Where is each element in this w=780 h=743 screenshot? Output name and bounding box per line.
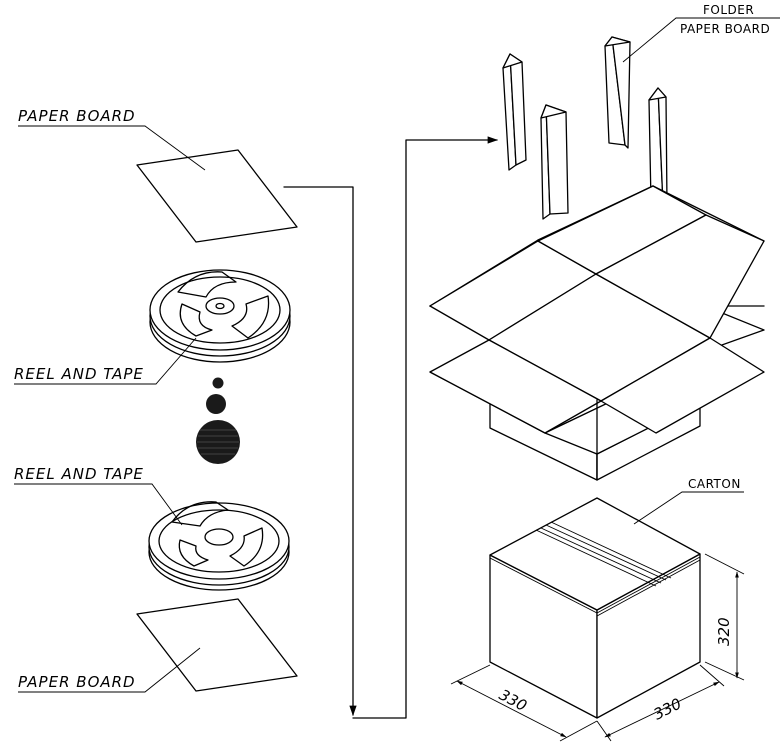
width-dimension: 330	[496, 686, 530, 715]
paper-board-top-label: PAPER BOARD	[18, 107, 136, 125]
closed-carton: CARTON	[489, 477, 744, 719]
folder-paper-boards: FOLDER PAPER BOARD	[502, 3, 780, 220]
paper-board-bottom-label: PAPER BOARD	[18, 673, 136, 691]
height-dimension: 320	[715, 617, 733, 646]
reel-top: REEL AND TAPE	[14, 269, 291, 385]
folder-paper-board-label: PAPER BOARD	[680, 22, 770, 36]
paper-board-top: PAPER BOARD	[18, 107, 298, 243]
folder-label: FOLDER	[703, 3, 754, 17]
dimension-lines	[450, 553, 745, 742]
open-carton	[429, 185, 765, 481]
reel-bottom-label: REEL AND TAPE	[14, 465, 144, 483]
reel-bottom: REEL AND TAPE	[14, 465, 290, 591]
depth-dimension: 330	[651, 695, 685, 724]
carton-label: CARTON	[688, 477, 741, 491]
paper-board-bottom: PAPER BOARD	[18, 598, 298, 693]
flow-line	[283, 136, 499, 719]
spacer-dots	[196, 377, 240, 464]
reel-top-label: REEL AND TAPE	[14, 365, 144, 383]
